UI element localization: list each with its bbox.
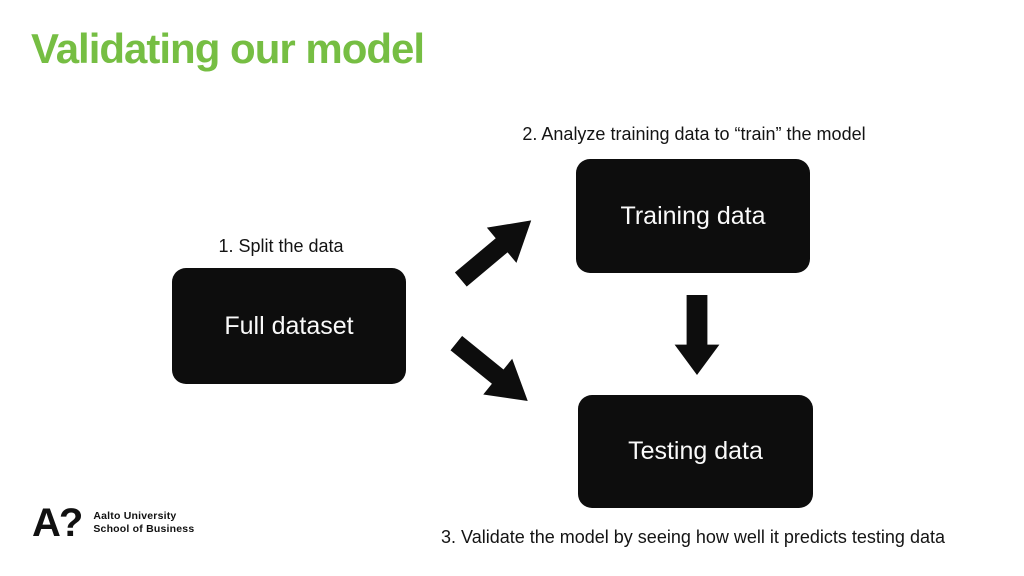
step1-label: 1. Split the data (218, 236, 344, 256)
testing-data-label: Testing data (628, 437, 763, 465)
aalto-logo: A? Aalto University School of Business (32, 503, 194, 543)
testing-data-node: Testing data (578, 395, 813, 508)
training-data-label: Training data (620, 201, 766, 230)
step3-label: 3. Validate the model by seeing how well… (441, 527, 945, 547)
step2-label: 2. Analyze training data to “train” the … (522, 124, 866, 144)
aalto-org-line2: School of Business (93, 523, 195, 535)
aalto-org-text: Aalto University School of Business (93, 510, 194, 536)
arrow-down-right-icon (450, 335, 528, 401)
slide-title: Validating our model (31, 25, 425, 72)
arrow-up-right-icon (454, 220, 532, 287)
aalto-org-line1: Aalto University (93, 509, 177, 522)
full-dataset-label: Full dataset (224, 311, 354, 340)
full-dataset-node: Full dataset (172, 268, 406, 384)
training-data-node: Training data (576, 159, 810, 273)
arrow-down-icon (674, 295, 720, 375)
aalto-logo-mark-icon: A? (32, 501, 83, 545)
